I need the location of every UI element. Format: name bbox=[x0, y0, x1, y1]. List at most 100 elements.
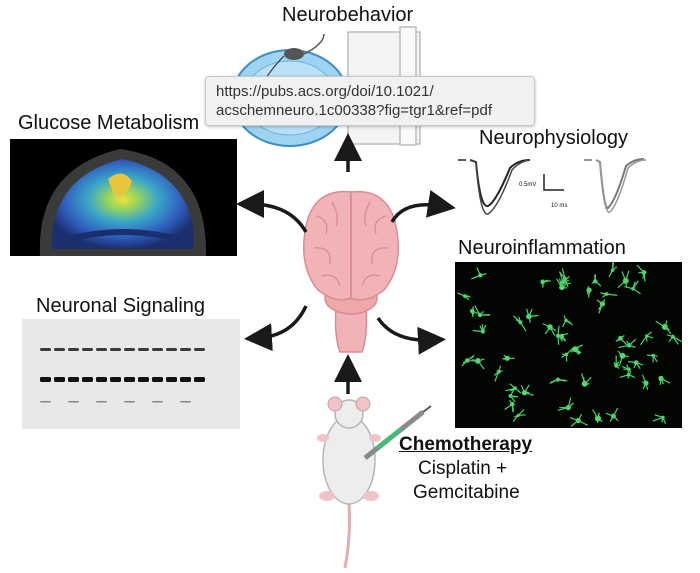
microglia-process bbox=[606, 293, 618, 296]
blot-band bbox=[110, 377, 121, 382]
microglia-process bbox=[542, 322, 551, 328]
microglia-process bbox=[509, 383, 516, 389]
arrow-to-glucose bbox=[236, 190, 308, 233]
microglia-process bbox=[563, 315, 567, 321]
microglia-process bbox=[561, 335, 566, 342]
microglia-process bbox=[597, 412, 600, 419]
microglia-process bbox=[611, 262, 615, 271]
glucose-pet-scan-image bbox=[10, 139, 237, 256]
microglia-process bbox=[462, 359, 468, 364]
microglia-process bbox=[559, 277, 566, 286]
microglia-process bbox=[498, 370, 503, 373]
microglia-process bbox=[612, 407, 619, 417]
microglia-process bbox=[474, 305, 481, 316]
microglia-process bbox=[549, 326, 557, 332]
microglia-process bbox=[672, 336, 679, 345]
scale-bar-time: 10 ms bbox=[551, 203, 568, 209]
microglia-process bbox=[471, 310, 479, 315]
microglia-process bbox=[652, 416, 664, 422]
microglia-process bbox=[612, 415, 619, 422]
microglia-process bbox=[471, 310, 475, 315]
microglia-process bbox=[509, 399, 513, 405]
microglia-process bbox=[645, 382, 649, 390]
url-tooltip: https://pubs.acs.org/doi/10.1021/ acsche… bbox=[205, 76, 535, 126]
microglia-process bbox=[636, 264, 645, 273]
microglia-process bbox=[621, 365, 630, 370]
chemotherapy-drug-1: Cisplatin + bbox=[418, 458, 508, 479]
microglia-process bbox=[661, 417, 664, 423]
blot-band bbox=[68, 401, 79, 403]
microglia-process bbox=[622, 355, 629, 358]
microglia-process bbox=[598, 303, 603, 310]
microglia-fluorescence-image bbox=[455, 262, 682, 428]
microglia-process bbox=[618, 355, 624, 367]
microglia-process bbox=[601, 299, 606, 305]
blot-band bbox=[124, 348, 135, 351]
microglia-process bbox=[557, 325, 560, 336]
microglia-process bbox=[615, 365, 620, 370]
microglia-process bbox=[641, 374, 647, 384]
microglia-process bbox=[584, 376, 592, 385]
blot-band bbox=[40, 348, 51, 351]
microglia-process bbox=[562, 276, 570, 283]
blot-band bbox=[68, 377, 79, 382]
blot-band bbox=[138, 377, 149, 382]
microglia-process bbox=[594, 274, 596, 282]
microglia-process bbox=[544, 326, 551, 335]
microglia-process bbox=[503, 354, 508, 359]
blot-band bbox=[110, 348, 121, 351]
microglia-process bbox=[652, 355, 658, 363]
microglia-process bbox=[653, 354, 658, 357]
microglia-process bbox=[666, 334, 674, 338]
microglia-process bbox=[625, 280, 628, 287]
microglia-process bbox=[627, 370, 630, 375]
microglia-process bbox=[569, 417, 579, 422]
microglia-process bbox=[646, 331, 652, 337]
microglia-process bbox=[625, 340, 630, 346]
microglia-process bbox=[617, 280, 627, 289]
glucose-metabolism-label: Glucose Metabolism bbox=[18, 112, 200, 134]
microglia-process bbox=[549, 379, 559, 385]
microglia-process bbox=[476, 267, 481, 276]
microglia-process bbox=[619, 374, 629, 378]
microglia-process bbox=[592, 409, 599, 419]
microglia-process bbox=[528, 314, 539, 318]
microglia-process bbox=[672, 336, 682, 343]
tooltip-line-2: acschemneuro.1c00338?fig=tgr1&ref=pdf bbox=[216, 102, 493, 119]
microglia-process bbox=[609, 415, 614, 422]
microglia-process bbox=[635, 362, 641, 370]
microglia-process bbox=[557, 379, 568, 382]
arrow-to-neurophysiology bbox=[390, 189, 456, 223]
microglia-process bbox=[628, 360, 637, 364]
microglia-process bbox=[466, 354, 475, 361]
microglia-process bbox=[616, 337, 621, 342]
blot-band bbox=[194, 377, 205, 382]
blot-band bbox=[180, 348, 191, 351]
microglia-process bbox=[628, 368, 632, 374]
microglia-process bbox=[470, 274, 481, 280]
blot-band bbox=[152, 377, 163, 382]
microglia-process bbox=[632, 288, 641, 295]
microglia-process bbox=[646, 335, 654, 339]
blot-band bbox=[96, 348, 107, 351]
microglia-process bbox=[510, 395, 519, 398]
microglia-process bbox=[577, 413, 583, 421]
microglia-process bbox=[517, 409, 525, 416]
blot-band bbox=[40, 377, 51, 382]
microglia-process bbox=[627, 374, 630, 379]
microglia-process bbox=[512, 414, 519, 422]
microglia-process bbox=[523, 384, 530, 394]
microglia-process bbox=[565, 348, 573, 355]
blot-band bbox=[138, 348, 149, 351]
chemotherapy-drug-2: Gemcitabine bbox=[413, 482, 520, 503]
blot-band bbox=[152, 348, 163, 351]
blot-band bbox=[166, 377, 177, 382]
neurophysiology-traces bbox=[458, 158, 647, 215]
microglia-process bbox=[587, 285, 590, 291]
microglia-process bbox=[570, 420, 579, 427]
microglia-process bbox=[654, 414, 664, 418]
microglia-process bbox=[594, 280, 602, 287]
microglia-process bbox=[558, 271, 566, 279]
tooltip-line-1: https://pubs.acs.org/doi/10.1021/ bbox=[216, 83, 434, 100]
